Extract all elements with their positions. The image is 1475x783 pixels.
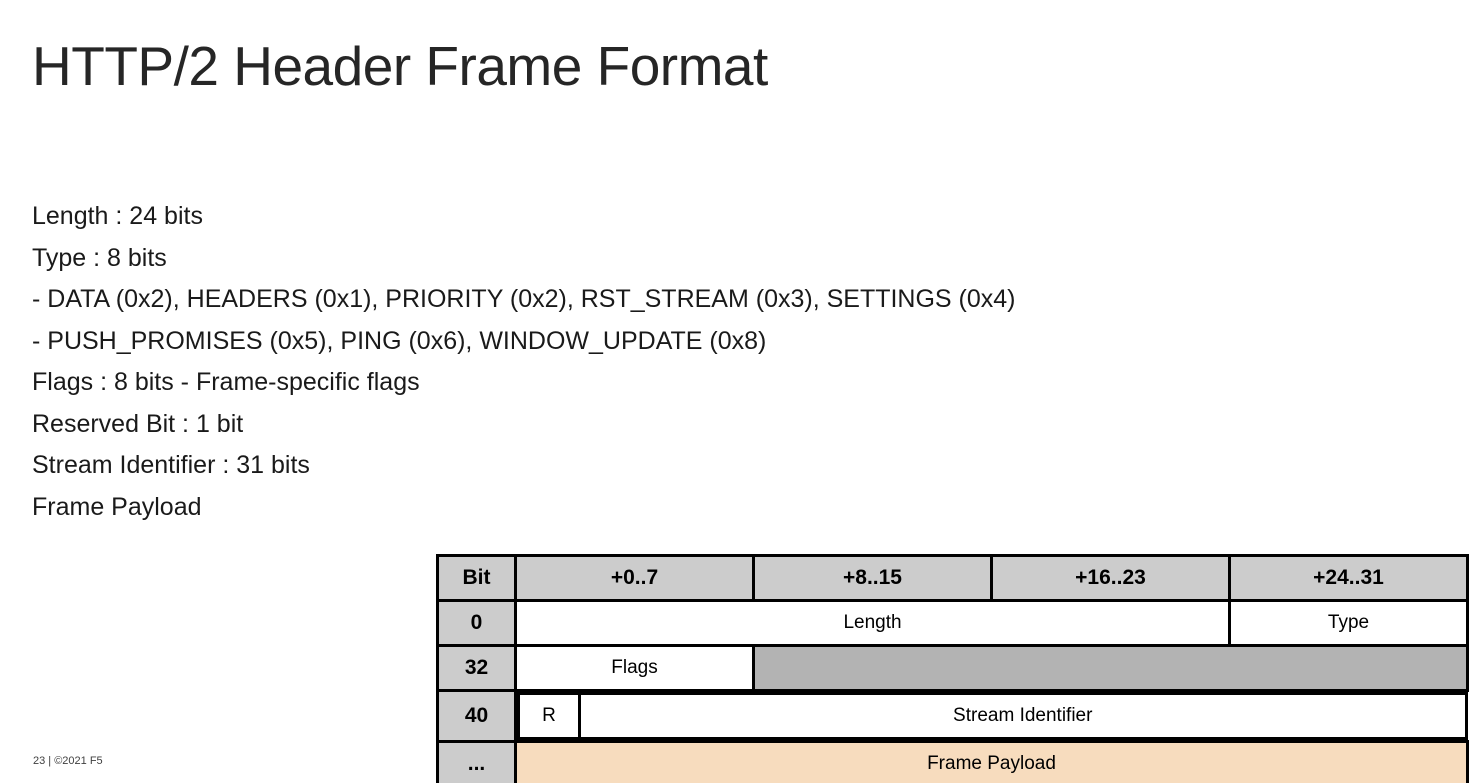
body-line-type: Type : 8 bits [32, 243, 167, 272]
row-offset-0: 0 [436, 599, 517, 647]
table-row: 32 Flags [436, 644, 1469, 692]
body-line-type-values-1: - DATA (0x2), HEADERS (0x1), PRIORITY (0… [32, 285, 1016, 313]
header-cell-octet-3: +24..31 [1228, 554, 1469, 602]
row-offset-32: 32 [436, 644, 517, 692]
body-text-block: Length : 24 bits Type : 8 bits - DATA (0… [32, 196, 1332, 528]
body-line-type-values-2: - PUSH_PROMISES (0x5), PING (0x6), WINDO… [32, 326, 767, 355]
header-cell-octet-2: +16..23 [990, 554, 1231, 602]
header-cell-octet-0: +0..7 [514, 554, 755, 602]
row-offset-40: 40 [436, 689, 517, 743]
table-row: 40 R Stream Identifier [436, 689, 1468, 743]
table-row: ... Frame Payload [436, 740, 1469, 783]
body-line-stream-id: Stream Identifier : 31 bits [32, 451, 310, 479]
field-flags: Flags [514, 644, 755, 692]
field-length: Length [514, 599, 1231, 647]
slide-footer: 23 | ©2021 F5 [33, 755, 103, 767]
frame-format-table: Bit +0..7 +8..15 +16..23 +24..31 0 Lengt… [436, 554, 1469, 783]
row-offset-ellipsis: ... [436, 740, 517, 783]
page-title: HTTP/2 Header Frame Format [32, 35, 768, 97]
header-cell-bit: Bit [436, 554, 517, 602]
table-row: 0 Length Type [436, 599, 1469, 647]
header-cell-octet-1: +8..15 [752, 554, 993, 602]
body-line-length: Length : 24 bits [32, 202, 203, 230]
field-reserved-bit: R [517, 692, 581, 740]
field-row40-wrapper: R Stream Identifier [515, 690, 1468, 742]
field-reserved-fill [752, 644, 1469, 692]
body-line-frame-payload: Frame Payload [32, 492, 202, 521]
field-frame-payload: Frame Payload [514, 740, 1469, 783]
field-stream-identifier: Stream Identifier [578, 692, 1468, 740]
table-header-row: Bit +0..7 +8..15 +16..23 +24..31 [436, 554, 1469, 602]
body-line-reserved-bit: Reserved Bit : 1 bit [32, 409, 244, 438]
field-type: Type [1228, 599, 1469, 647]
body-line-flags: Flags : 8 bits - Frame-specific flags [32, 368, 420, 396]
